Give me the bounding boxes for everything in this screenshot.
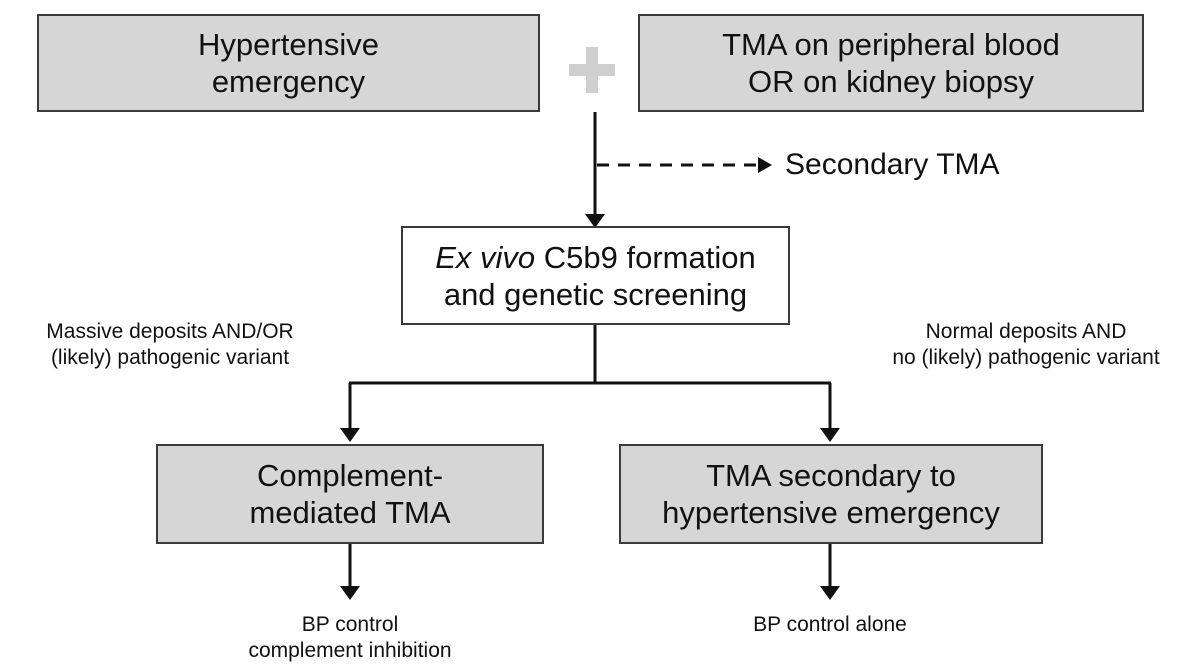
hypertensive-emergency-line2: emergency	[211, 64, 366, 99]
left-condition-line1: Massive deposits AND/OR	[46, 320, 294, 343]
complement-mediated-box: Complement- mediated TMA	[156, 444, 544, 544]
ex-vivo-line2: and genetic screening	[443, 276, 748, 312]
right-condition-label: Normal deposits AND no (likely) pathogen…	[858, 319, 1194, 371]
tma-secondary-hte-line1: TMA secondary to	[706, 458, 956, 493]
hypertensive-emergency-box: Hypertensive emergency	[37, 14, 540, 112]
right-outcome-label: BP control alone	[753, 613, 907, 636]
tma-blood-biopsy-line1: TMA on peripheral blood	[722, 27, 1060, 62]
plus-icon	[569, 47, 615, 93]
left-outcome-label: BP control complement inhibition	[200, 612, 500, 664]
complement-mediated-line2: mediated TMA	[249, 495, 451, 530]
tma-blood-biopsy-box: TMA on peripheral blood OR on kidney bio…	[638, 14, 1144, 112]
tma-secondary-hte-line2: hypertensive emergency	[662, 495, 1000, 530]
ex-vivo-line1-rest: C5b9 formation	[535, 239, 756, 275]
arrowhead-screening	[585, 214, 605, 228]
arrowhead-left-outcome	[340, 586, 360, 600]
arrowhead-right-outcome	[820, 586, 840, 600]
secondary-tma-label: Secondary TMA	[785, 148, 1000, 181]
arrowhead-left-branch	[340, 428, 360, 442]
right-condition-line2: no (likely) pathogenic variant	[892, 346, 1160, 369]
arrowhead-right-branch	[820, 428, 840, 442]
hypertensive-emergency-line1: Hypertensive	[198, 27, 379, 62]
complement-mediated-line1: Complement-	[256, 458, 444, 493]
tma-secondary-hte-box: TMA secondary to hypertensive emergency	[619, 444, 1043, 544]
left-outcome-line2: complement inhibition	[248, 639, 452, 662]
left-outcome-line1: BP control	[301, 613, 399, 636]
tma-blood-biopsy-line2: OR on kidney biopsy	[747, 64, 1035, 99]
left-condition-label: Massive deposits AND/OR (likely) pathoge…	[8, 319, 332, 371]
left-condition-line2: (likely) pathogenic variant	[50, 346, 290, 369]
right-condition-line1: Normal deposits AND	[925, 320, 1127, 343]
arrowhead-secondary	[758, 157, 772, 173]
ex-vivo-italic: Ex vivo	[435, 239, 536, 275]
ex-vivo-line1: Ex vivo C5b9 formation	[435, 239, 755, 276]
ex-vivo-screening-box: Ex vivo C5b9 formation and genetic scree…	[401, 226, 790, 325]
